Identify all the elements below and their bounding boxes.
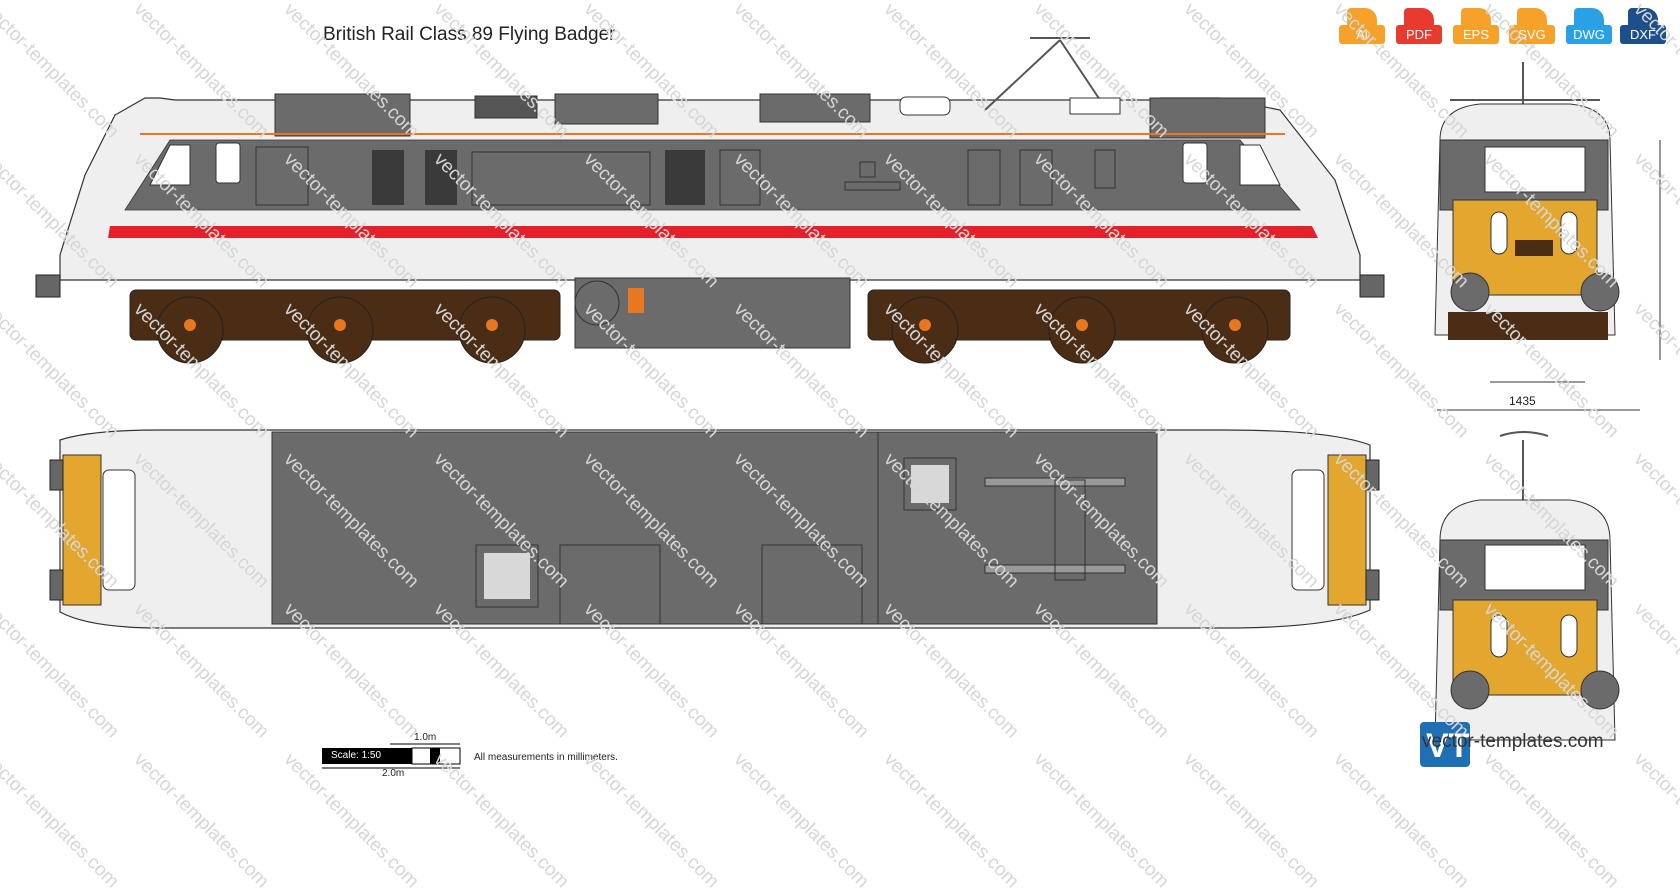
format-label: Ai xyxy=(1339,25,1385,44)
measurement-note: All measurements in millimeters. xyxy=(474,752,618,763)
format-label: PDF xyxy=(1396,25,1442,44)
scale-top-mark: 1.0m xyxy=(414,732,437,743)
brand-name[interactable]: vector-templates.com xyxy=(1422,731,1604,752)
front-view-upper xyxy=(1434,62,1661,411)
bogie-left xyxy=(129,289,561,364)
format-label: EPS xyxy=(1453,25,1499,44)
scale-label: Scale: 1:50 xyxy=(331,750,382,761)
brand-logo-mark: VT xyxy=(1426,727,1470,765)
format-dxf-icon[interactable]: DXF xyxy=(1620,8,1666,50)
format-svg-icon[interactable]: SVG xyxy=(1509,8,1555,50)
format-eps-icon[interactable]: EPS xyxy=(1453,8,1499,50)
format-dwg-icon[interactable]: DWG xyxy=(1566,8,1612,50)
format-label: DWG xyxy=(1566,25,1612,44)
brand-logo xyxy=(1420,722,1470,767)
format-pdf-icon[interactable]: PDF xyxy=(1396,8,1442,50)
scale-bottom-mark: 2.0m xyxy=(382,768,405,779)
format-label: DXF xyxy=(1620,25,1666,44)
format-label: SVG xyxy=(1509,25,1555,44)
drawing-title: British Rail Class 89 Flying Badger xyxy=(323,24,616,45)
bogie-right xyxy=(867,289,1291,364)
gauge-dimension: 1435 xyxy=(1509,394,1536,408)
top-view xyxy=(49,429,1380,629)
side-view xyxy=(35,37,1385,364)
scale-bar xyxy=(322,743,461,769)
format-ai-icon[interactable]: Ai xyxy=(1339,8,1385,50)
blueprint-drawing xyxy=(35,37,1661,769)
front-view-lower xyxy=(1434,431,1620,741)
